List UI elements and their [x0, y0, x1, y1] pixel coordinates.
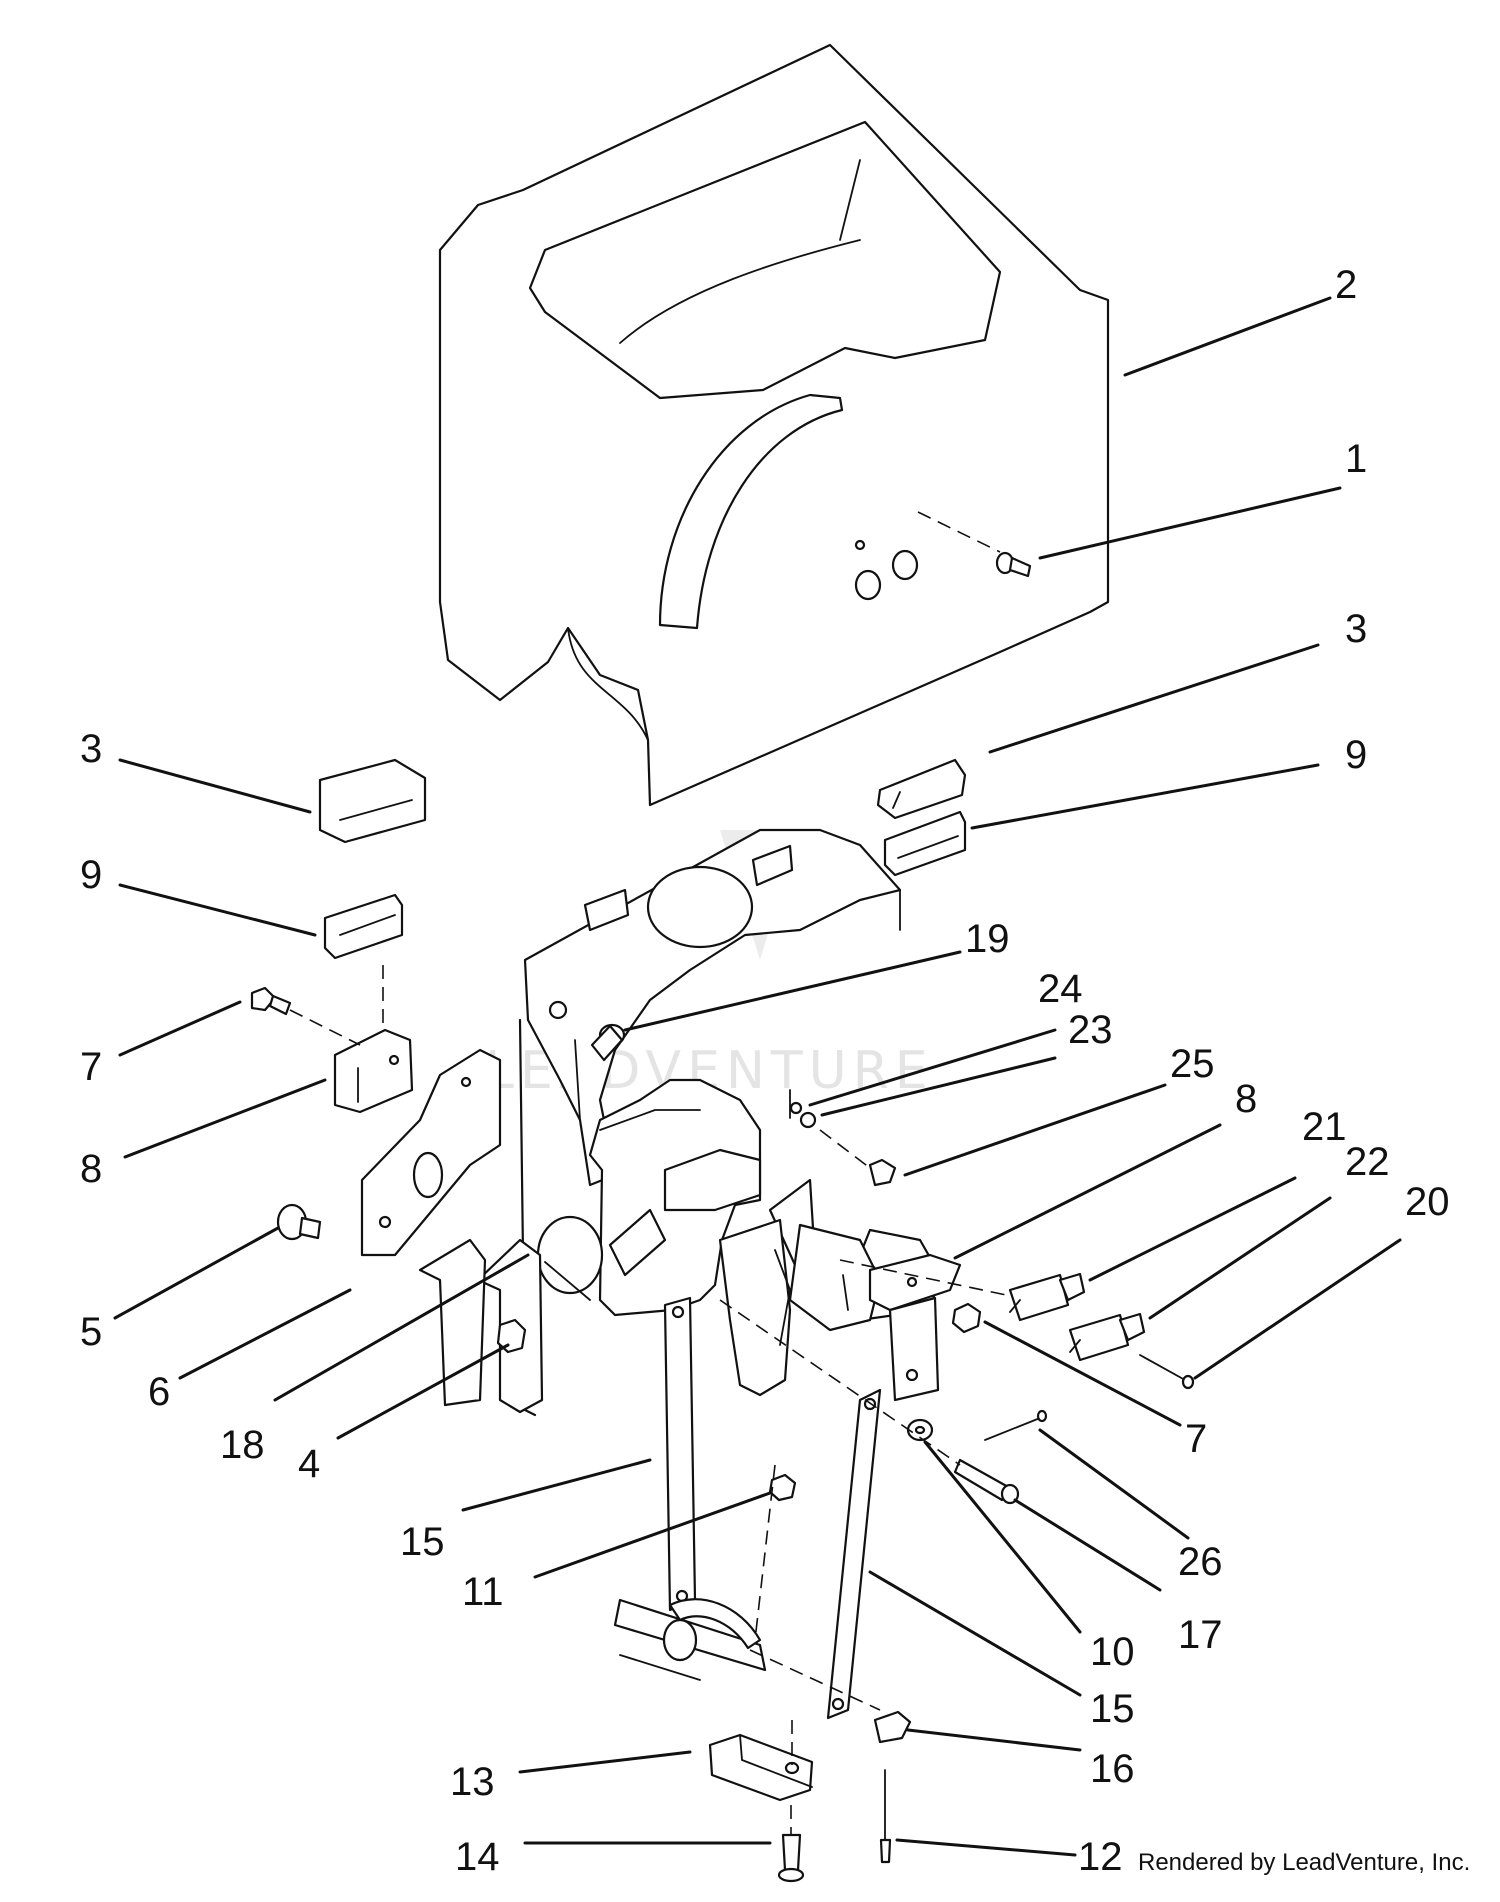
- link-15-right: [826, 1388, 882, 1720]
- callout-5: 5: [80, 1310, 102, 1354]
- callout-7-left: 7: [80, 1045, 102, 1089]
- clip-9-right: [883, 810, 967, 877]
- clip-9-left: [323, 893, 404, 960]
- switch-21: [1008, 1272, 1086, 1322]
- callout-1: 1: [1345, 437, 1367, 481]
- bolt-5: [276, 1203, 322, 1241]
- callout-19: 19: [965, 917, 1010, 961]
- callout-2: 2: [1335, 263, 1357, 307]
- callout-3-right: 3: [1345, 607, 1367, 651]
- leader-lines: [113, 296, 1402, 1857]
- callout-16: 16: [1090, 1747, 1135, 1791]
- callout-8-left: 8: [80, 1147, 102, 1191]
- callout-13: 13: [450, 1760, 495, 1804]
- washer-10: [906, 1418, 934, 1442]
- callout-25: 25: [1170, 1042, 1215, 1086]
- callout-8-right: 8: [1235, 1077, 1257, 1121]
- callout-24: 24: [1038, 967, 1083, 1011]
- callout-3-left: 3: [80, 727, 102, 771]
- screw-1: [995, 551, 1032, 578]
- callout-17: 17: [1178, 1613, 1223, 1657]
- roller-19: [590, 1023, 626, 1062]
- callout-21: 21: [1302, 1105, 1347, 1149]
- callout-26: 26: [1178, 1540, 1223, 1584]
- callout-23: 23: [1068, 1008, 1113, 1052]
- nut-4: [496, 1318, 527, 1354]
- callout-12: 12: [1078, 1835, 1123, 1879]
- bracket-8-right: [868, 1253, 962, 1402]
- callout-11: 11: [462, 1570, 504, 1614]
- side-plate-6: [360, 1048, 502, 1257]
- pin-25: [819, 1129, 897, 1187]
- callout-22: 22: [1345, 1140, 1390, 1184]
- switch-22: [1068, 1312, 1146, 1362]
- render-credit: Rendered by LeadVenture, Inc.: [1138, 1849, 1470, 1876]
- callout-15-right: 15: [1090, 1687, 1135, 1731]
- link-15-left: [663, 1296, 697, 1612]
- callout-9-left: 9: [80, 853, 102, 897]
- callout-14: 14: [455, 1835, 500, 1879]
- callout-9-right: 9: [1345, 733, 1367, 777]
- bracket-3-right: [876, 758, 967, 820]
- block-13: [708, 1720, 814, 1802]
- callout-10: 10: [1090, 1630, 1135, 1674]
- callout-4: 4: [298, 1442, 320, 1486]
- bracket-8-left: [333, 965, 414, 1114]
- axle: [613, 1598, 767, 1681]
- control-panel: [518, 828, 902, 1417]
- screw-20: [1139, 1354, 1195, 1390]
- callouts: 2 1 3 3 9 9 19 24 23 25 7 8 8 21 22 20 5…: [80, 263, 1450, 1879]
- pin-12: [879, 1769, 892, 1864]
- bolt-14: [777, 1805, 805, 1883]
- washer-23: [799, 1111, 817, 1129]
- callout-20: 20: [1405, 1180, 1450, 1224]
- bracket-3-left: [318, 758, 427, 844]
- nut-11: [754, 1464, 797, 1641]
- lever-18: [418, 1078, 762, 1414]
- pin-26: [984, 1409, 1048, 1441]
- console-cover: [438, 43, 1110, 807]
- pin-24: [789, 1089, 803, 1119]
- bushing-17: [953, 1458, 1020, 1505]
- callout-7-right: 7: [1185, 1417, 1207, 1461]
- bolt-7-right: [839, 1259, 1031, 1334]
- callout-6: 6: [148, 1370, 170, 1414]
- bolt-7-left: [250, 986, 361, 1046]
- callout-18: 18: [220, 1423, 265, 1467]
- pin-16: [873, 1710, 912, 1744]
- callout-15-left: 15: [400, 1520, 445, 1564]
